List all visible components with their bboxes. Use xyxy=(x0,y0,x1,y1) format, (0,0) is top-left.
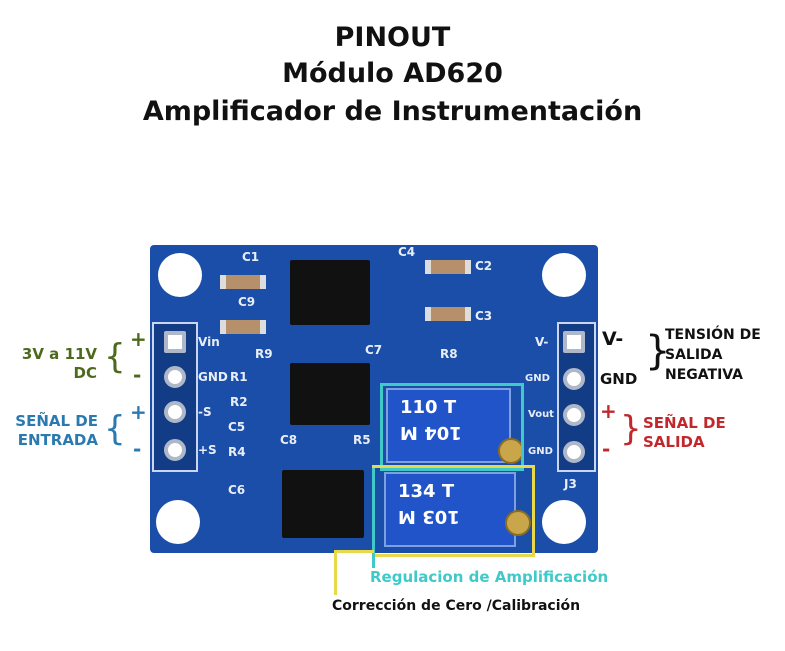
ic-chip xyxy=(290,260,370,325)
out-line1: SEÑAL DE xyxy=(643,414,726,432)
silk-c9: C9 xyxy=(238,295,256,309)
silk-plus-s: +S xyxy=(198,443,217,457)
mounting-hole xyxy=(542,253,586,297)
pin-plus-s xyxy=(164,439,186,461)
silk-j3: J3 xyxy=(564,477,577,491)
pot-screw-icon[interactable] xyxy=(498,438,524,464)
silk-c4: C4 xyxy=(398,245,416,259)
silk-c6: C6 xyxy=(228,483,246,497)
silk-vout: Vout xyxy=(528,409,554,420)
silk-vminus: V- xyxy=(535,335,549,349)
silk-r4: R4 xyxy=(228,445,246,459)
neg-line3: NEGATIVA xyxy=(665,367,743,383)
capacitor xyxy=(425,260,471,274)
input-signal-line2: ENTRADA xyxy=(17,431,98,449)
silk-r1: R1 xyxy=(230,370,248,384)
brace-icon: { xyxy=(104,337,126,377)
mounting-hole xyxy=(542,500,586,544)
brace-icon: } xyxy=(620,409,642,449)
input-signal-line1: SEÑAL DE xyxy=(15,412,98,430)
neg-line2: SALIDA xyxy=(665,347,723,363)
vminus-label: V- xyxy=(602,328,624,350)
silk-c8: C8 xyxy=(280,433,298,447)
power-plus: + xyxy=(130,327,147,351)
title-line-2: Módulo AD620 xyxy=(282,58,503,89)
silk-r5: R5 xyxy=(353,433,371,447)
gain-leader-line xyxy=(372,468,375,568)
output-minus: - xyxy=(602,437,611,461)
brace-icon: { xyxy=(104,409,126,449)
gain-potentiometer[interactable]: 110 T 104 M xyxy=(386,388,511,463)
silk-vin: Vin xyxy=(198,335,220,349)
ic-chip xyxy=(282,470,364,538)
pin-gnd xyxy=(164,366,186,388)
power-label-line1: 3V a 11V xyxy=(21,345,97,363)
silk-c5: C5 xyxy=(228,420,246,434)
zero-leader-line xyxy=(334,550,374,553)
capacitor xyxy=(425,307,471,321)
neg-line1: TENSIÓN DE xyxy=(665,327,761,343)
pot2-line1: 134 T xyxy=(398,481,455,502)
pin-gnd xyxy=(563,441,585,463)
silk-minus-s: -S xyxy=(198,405,212,419)
input-minus: - xyxy=(133,437,142,461)
silk-gnd: GND xyxy=(525,373,550,384)
zero-adjust-label: Corrección de Cero /Calibración xyxy=(332,598,581,614)
zero-potentiometer[interactable]: 134 T 103 M xyxy=(384,472,516,547)
zero-leader-line xyxy=(334,550,337,595)
silk-gnd: GND xyxy=(528,446,553,457)
power-label-line2: DC xyxy=(73,364,97,382)
zero-highlight-box xyxy=(372,465,535,557)
gnd-label: GND xyxy=(600,370,638,388)
silk-r8: R8 xyxy=(440,347,458,361)
negative-output-label: TENSIÓN DE SALIDA NEGATIVA xyxy=(665,325,761,385)
input-plus: + xyxy=(130,400,147,424)
title-line-3: Amplificador de Instrumentación xyxy=(142,96,643,127)
gain-adjust-label: Regulacion de Amplificación xyxy=(370,568,609,586)
brace-icon: } xyxy=(645,328,671,374)
out-line2: SALIDA xyxy=(643,433,705,451)
pin-gnd xyxy=(563,368,585,390)
title-line-1: PINOUT xyxy=(334,22,451,53)
output-plus: + xyxy=(600,399,617,423)
silk-c3: C3 xyxy=(475,309,493,323)
pot1-line1: 110 T xyxy=(400,397,457,418)
pot-screw-icon[interactable] xyxy=(505,510,531,536)
capacitor xyxy=(220,275,266,289)
capacitor xyxy=(220,320,266,334)
ad620-chip xyxy=(290,363,370,425)
pin-vout xyxy=(563,404,585,426)
silk-r9: R9 xyxy=(255,347,273,361)
silk-c7: C7 xyxy=(365,343,383,357)
silk-c1: C1 xyxy=(242,250,260,264)
pin-minus-s xyxy=(164,401,186,423)
pin-vminus xyxy=(563,331,585,353)
gain-highlight-box xyxy=(380,383,524,471)
silk-gnd: GND xyxy=(198,370,228,384)
power-minus: - xyxy=(133,363,142,387)
mounting-hole xyxy=(158,253,202,297)
silk-c2: C2 xyxy=(475,259,493,273)
silk-r2: R2 xyxy=(230,395,248,409)
mounting-hole xyxy=(156,500,200,544)
pin-vin xyxy=(164,331,186,353)
